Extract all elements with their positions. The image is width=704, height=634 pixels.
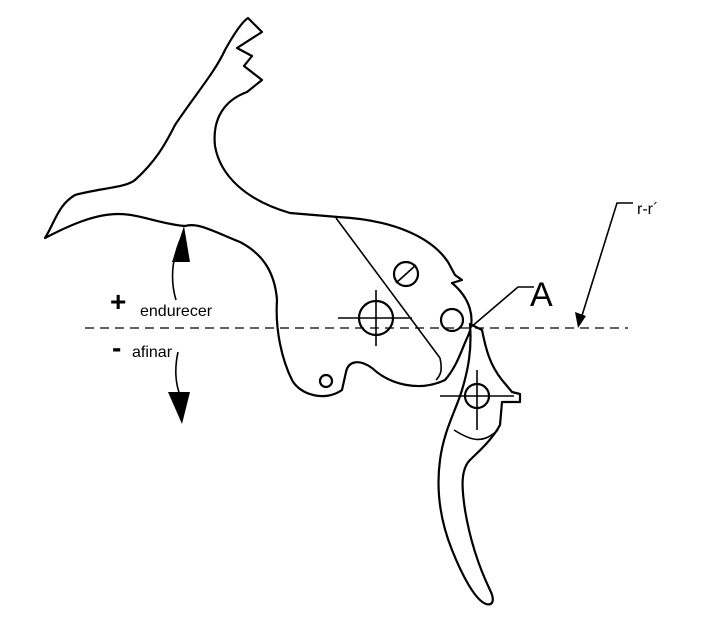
point-a-label: A (530, 276, 553, 314)
trigger-inner-curve (453, 429, 499, 441)
body-tiny-hole (318, 373, 334, 389)
minus-sign: - (112, 332, 121, 363)
reference-leader (579, 202, 633, 323)
hammer-body (43, 16, 473, 398)
plus-sign: + (110, 286, 126, 317)
minus-label: afinar (132, 344, 173, 361)
plus-label: endurecer (140, 303, 213, 320)
adjust-arrowhead-up (172, 226, 190, 262)
adjust-arrowhead-down (168, 392, 190, 424)
point-a-leader (469, 286, 534, 329)
reference-arrowhead (575, 312, 586, 328)
sear-inner-curve (435, 357, 442, 381)
trigger-blade (437, 322, 522, 606)
sear-small-hole (439, 307, 465, 333)
adjust-arc-down (175, 351, 181, 396)
screw-slot (395, 264, 417, 284)
reference-line-label: r-r´ (637, 201, 658, 218)
sear-diagonal-line (335, 217, 441, 359)
